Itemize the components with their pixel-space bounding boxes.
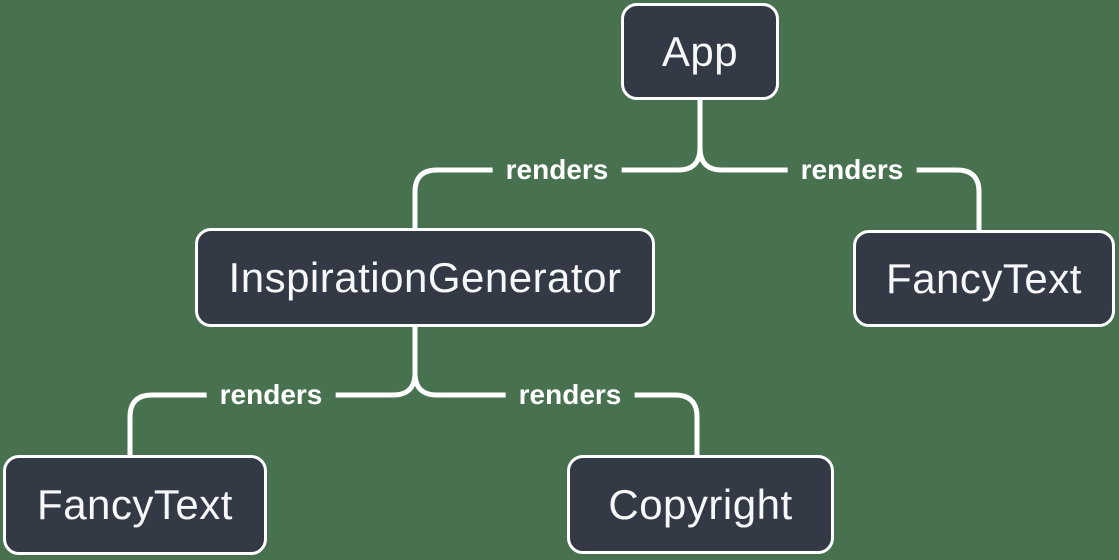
edge-label-renders-app-inspirationgenerator: renders (492, 152, 622, 188)
node-fancy-text-bottom-left: FancyText (3, 455, 267, 555)
edge-label-renders-inspirationgenerator-copyright: renders (505, 377, 635, 413)
node-copyright: Copyright (567, 455, 834, 554)
node-fancy-text-top-right: FancyText (853, 230, 1115, 327)
edge-label-renders-inspirationgenerator-fancytext: renders (206, 377, 336, 413)
node-app: App (621, 3, 779, 100)
edge-label-renders-app-fancytext: renders (787, 152, 917, 188)
node-inspiration-generator: InspirationGenerator (195, 228, 655, 327)
